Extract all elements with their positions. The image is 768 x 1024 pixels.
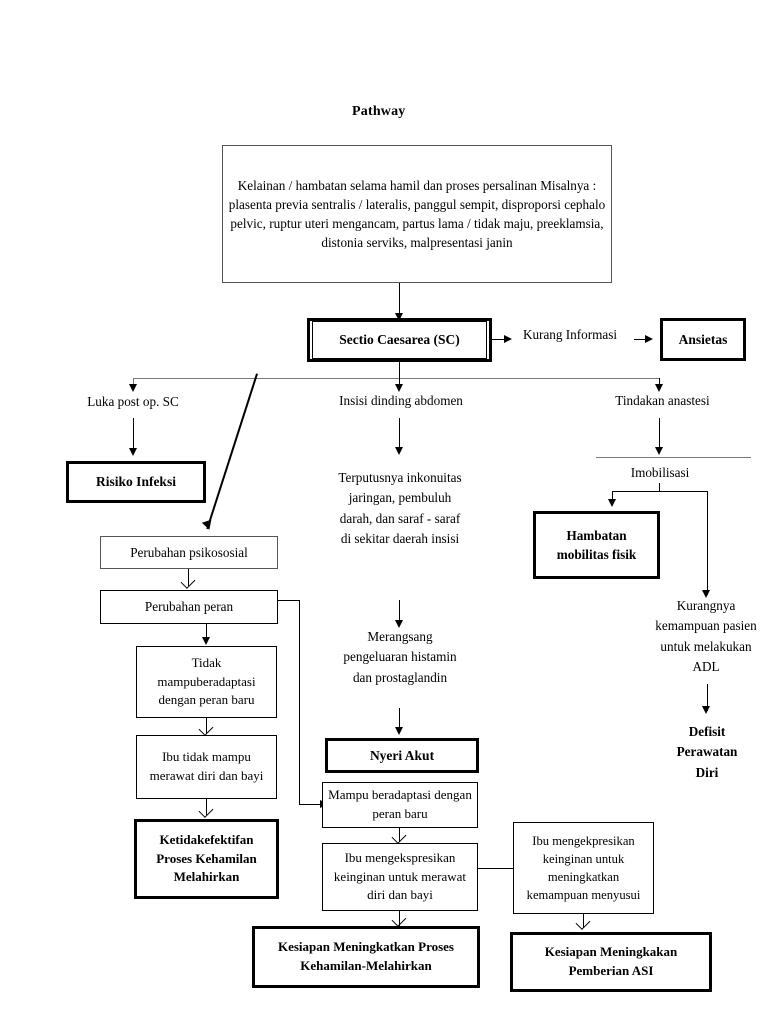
arrowhead-tidak-mampu-to-ibu [198, 721, 214, 736]
connector-bar-to-anastesi [659, 378, 661, 387]
connector-luka-to-risiko [133, 418, 135, 451]
connector-ibu-rawat-to-ibu-asi [478, 868, 514, 870]
connector-kurangnya-to-defisit [706, 684, 708, 711]
connector-anastesi-to-imobilisasi [659, 418, 661, 452]
connector-mampu-to-ibu-ekspresi [399, 828, 401, 842]
page-title: Pathway [352, 104, 406, 119]
connector-peran-branch-h2 [298, 803, 323, 805]
arrowhead-psikososial-to-peran [180, 574, 196, 589]
connector-sc-to-kurang-informasi [492, 339, 506, 341]
arrowhead-peran-to-tidak-mampu [201, 637, 210, 645]
terputusnya-label: Terputusnya inkonuitas jaringan, pembulu… [338, 470, 462, 547]
arrowhead-mampu-to-ibu-ekspresi [391, 829, 407, 844]
ibu-tidak-mampu-box: Ibu tidak mampu merawat diri dan bayi [136, 735, 277, 799]
connector-imobilisasi-split [612, 491, 708, 493]
connector-kurang-informasi-to-ansietas [634, 339, 647, 341]
connector-imobilisasi-to-kurangnya [706, 491, 708, 595]
connector-ibu-ekspresi-to-kesiapan [399, 911, 401, 928]
connector-terputusnya-to-merangsang [399, 600, 401, 625]
ibu-mengekpresikan-asi-box: Ibu mengekpresikan keinginan untuk menin… [513, 822, 654, 914]
ansietas-box: Ansietas [660, 318, 746, 361]
mampu-beradaptasi-box: Mampu beradaptasi dengan peran baru [322, 782, 478, 828]
connector-bar-to-luka [133, 378, 134, 387]
kesiapan-kehamilan-box: Kesiapan Meningkatkan Proses Kehamilan-M… [252, 926, 480, 988]
arrowhead-sc-to-psikososial [201, 519, 215, 532]
arrowhead-bar-to-anastesi [654, 384, 663, 392]
ketidakefektifan-box: Ketidakefektifan Proses Kehamilan Melahi… [134, 819, 279, 899]
arrowhead-bar-to-insisi [394, 384, 403, 392]
connector-imobilisasi-to-hambatan [612, 491, 614, 502]
connector-ibu-to-ketidakefektifan [206, 799, 208, 815]
arrowhead-kurang-informasi-to-ansietas [645, 335, 653, 344]
sectio-caesarea-label: Sectio Caesarea (SC) [311, 321, 488, 359]
distribution-bar [133, 378, 660, 379]
sectio-caesarea-box: Sectio Caesarea (SC) [307, 318, 492, 362]
arrowhead-merangsang-to-nyeri [394, 727, 403, 735]
connector-sc-to-psikososial [206, 373, 258, 530]
connector-imobilisasi-stem [659, 483, 661, 492]
connector-peran-branch-h1 [278, 600, 300, 602]
arrowhead-causes-to-sc [394, 313, 403, 321]
connector-peran-branch-v [298, 600, 300, 805]
arrowhead-luka-to-risiko [128, 448, 137, 456]
luka-post-op-label: Luka post op. SC [87, 394, 179, 409]
arrowhead-ibu-ekspresi-to-kesiapan [391, 912, 407, 927]
connector-merangsang-to-nyeri [399, 708, 401, 731]
arrowhead-ibu-to-ketidakefektifan [198, 803, 214, 818]
arrowhead-bar-to-luka [128, 384, 137, 392]
imobilisasi-rule [596, 457, 751, 458]
ibu-mengekspresikan-rawat-box: Ibu mengekspresikan keinginan untuk mera… [322, 843, 478, 911]
risiko-infeksi-box: Risiko Infeksi [66, 461, 206, 503]
connector-causes-to-sc [399, 283, 401, 316]
insisi-dinding-label: Insisi dinding abdomen [339, 393, 463, 408]
nyeri-akut-box: Nyeri Akut [325, 738, 479, 773]
hambatan-mobilitas-box: Hambatan mobilitas fisik [533, 511, 660, 579]
arrowhead-asi-to-kesiapan-asi [575, 915, 591, 930]
arrowhead-imobilisasi-to-kurangnya [702, 590, 710, 598]
arrowhead-insisi-to-terputusnya [394, 447, 403, 455]
causes-box: Kelainan / hambatan selama hamil dan pro… [222, 145, 612, 283]
arrowhead-kurangnya-to-defisit [702, 706, 710, 714]
perubahan-peran-box: Perubahan peran [100, 590, 278, 624]
arrowhead-imobilisasi-to-hambatan [607, 499, 616, 507]
connector-insisi-to-terputusnya [399, 418, 401, 450]
perubahan-psikososial-box: Perubahan psikososial [100, 536, 278, 569]
connector-sc-down-stub [399, 362, 401, 378]
defisit-perawatan-label: Defisit Perawatan Diri [676, 724, 738, 780]
arrowhead-anastesi-to-imobilisasi [654, 447, 663, 455]
kurangnya-kemampuan-label: Kurangnya kemampuan pasien untuk melakuk… [655, 598, 757, 675]
connector-asi-to-kesiapan-asi [583, 914, 585, 928]
tidak-mampu-adaptasi-box: Tidak mampuberadaptasi dengan peran baru [136, 646, 277, 718]
arrowhead-terputusnya-to-merangsang [394, 620, 403, 628]
connector-tidak-mampu-to-ibu [206, 718, 208, 733]
connector-bar-to-insisi [399, 378, 401, 387]
arrowhead-sc-to-kurang-informasi [504, 335, 512, 344]
connector-psikososial-to-peran [188, 569, 190, 586]
connector-peran-to-tidak-mampu [206, 624, 208, 640]
imobilisasi-label: Imobilisasi [630, 465, 690, 480]
tindakan-anastesi-label: Tindakan anastesi [615, 393, 710, 408]
merangsang-label: Merangsang pengeluaran histamin dan pros… [343, 629, 457, 685]
kesiapan-asi-box: Kesiapan Meningkakan Pemberian ASI [510, 932, 712, 992]
kurang-informasi-label: Kurang Informasi [522, 327, 618, 342]
